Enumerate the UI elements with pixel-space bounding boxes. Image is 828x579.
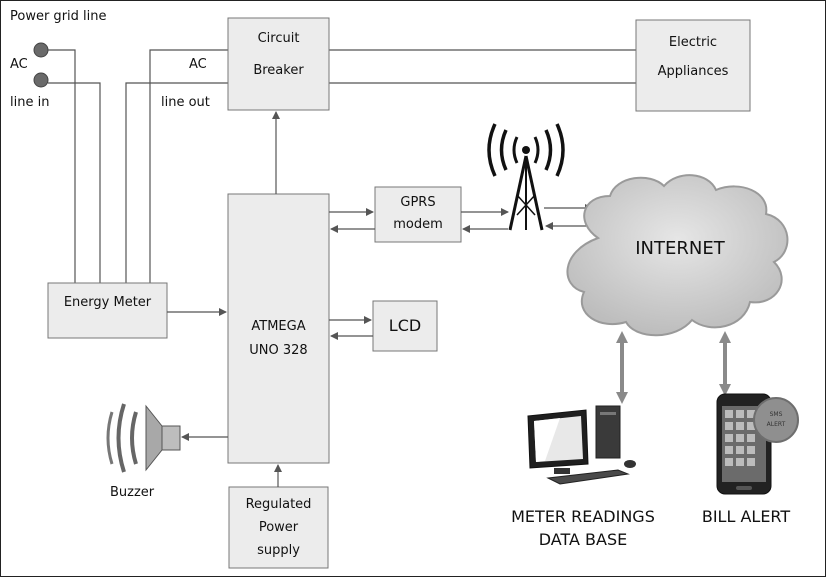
buzzer-label: Buzzer xyxy=(110,485,155,500)
power-supply-box xyxy=(228,486,329,569)
gprs-label-2: modem xyxy=(393,217,443,232)
gprs-label-1: GPRS xyxy=(400,195,436,210)
meter-db-label-2: DATA BASE xyxy=(538,530,628,549)
power-grid-line-label: Power grid line xyxy=(10,9,107,24)
line-out-label: line out xyxy=(161,95,210,110)
electric-appliances-label-1: Electric xyxy=(668,35,718,50)
ac-left-label: AC xyxy=(10,57,28,72)
sms-label: SMS xyxy=(769,411,783,418)
power-supply-label-1: Regulated xyxy=(245,497,312,512)
signal-arrows xyxy=(167,111,593,487)
energy-meter-box xyxy=(47,282,168,339)
line-in-label: line in xyxy=(10,95,50,110)
power-supply-label-2: Power xyxy=(258,520,299,535)
atmega-label-1: ATMEGA xyxy=(251,319,306,334)
ac-terminal-2 xyxy=(33,72,49,88)
circuit-breaker-label-1: Circuit xyxy=(257,31,300,46)
circuit-breaker-label-2: Breaker xyxy=(253,63,304,78)
ac-terminal-1 xyxy=(33,42,49,58)
antenna-icon xyxy=(487,123,565,231)
sms-alert-bubble xyxy=(753,397,799,443)
power-wires xyxy=(48,49,636,283)
electric-appliances-box xyxy=(635,19,751,112)
power-supply-label-3: supply xyxy=(257,543,300,558)
meter-db-label-1: METER READINGS xyxy=(511,507,655,526)
gprs-modem-box xyxy=(374,186,462,243)
internet-cloud xyxy=(566,174,789,337)
sms-alert-label: ALERT xyxy=(766,421,786,428)
circuit-breaker-box xyxy=(227,17,330,111)
atmega-box xyxy=(227,193,330,464)
lcd-box xyxy=(372,300,438,352)
electric-appliances-label-2: Appliances xyxy=(657,64,729,79)
lcd-label: LCD xyxy=(388,316,422,335)
atmega-label-2: UNO 328 xyxy=(249,343,308,358)
ac-right-label: AC xyxy=(189,57,207,72)
desktop-computer-icon xyxy=(527,405,636,485)
bill-alert-label: BILL ALERT xyxy=(701,507,791,526)
speaker-icon xyxy=(106,403,181,473)
energy-meter-label: Energy Meter xyxy=(63,295,152,310)
internet-label: INTERNET xyxy=(635,238,725,259)
smartphone-icon xyxy=(716,393,799,495)
